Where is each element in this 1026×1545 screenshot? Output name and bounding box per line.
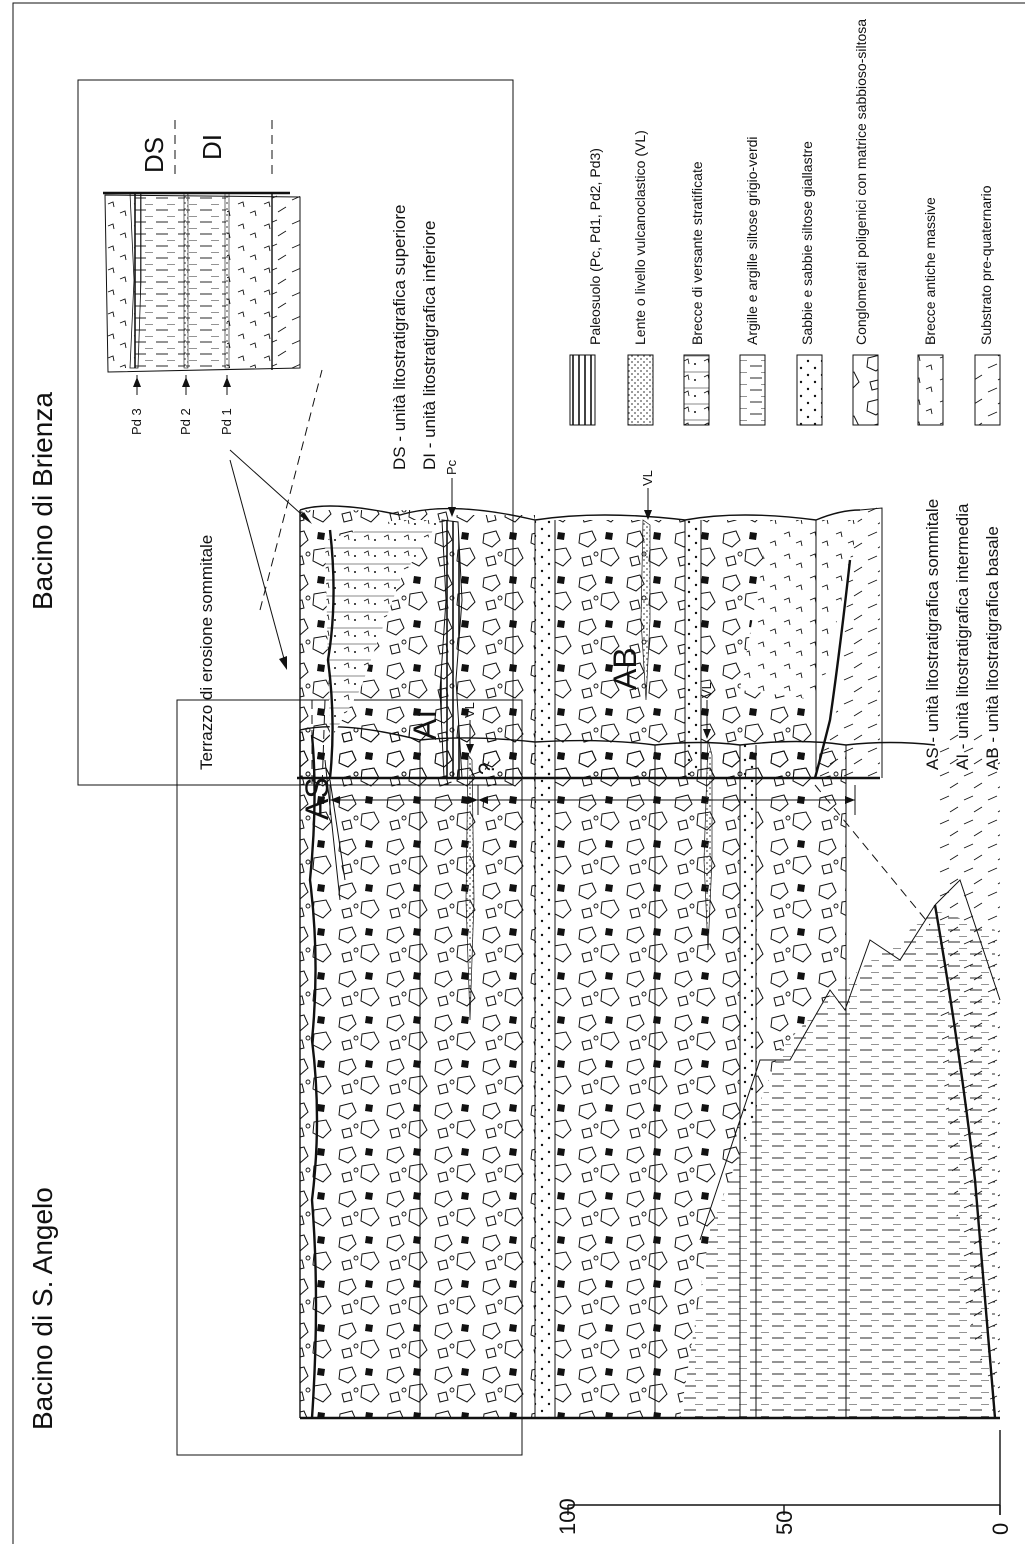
di-desc: DI - unità litostratigrafica inferiore [420, 221, 439, 470]
title-right-basin: Bacino di Brienza [27, 392, 58, 610]
legend-label-paleosol: Paleosuolo (Pc, Pd1, Pd2, Pd3) [587, 148, 603, 345]
ai-label: AI [407, 710, 443, 740]
left-substrato [935, 730, 1000, 1418]
left-sand-1 [535, 742, 555, 1418]
legend-label-conglomerati: Conglomerati poligenici con matrice sabb… [853, 19, 869, 345]
legend-column [569, 354, 1001, 426]
as-label: AS [299, 777, 335, 820]
right-column [297, 478, 883, 780]
as-desc: AS - unità litostratigrafica sommitale [923, 499, 942, 770]
left-column [299, 700, 1001, 1420]
legend-label-volcanic: Lente o livello vulcanoclastico (VL) [632, 130, 648, 345]
left-band-2 [420, 740, 535, 1418]
left-band-1 [300, 730, 420, 1418]
legend-label-brecce-massive: Brecce antiche massive [922, 197, 938, 345]
pd1-label: Pd 1 [219, 408, 234, 435]
brienza-inset-column [103, 120, 301, 395]
labels: Bacino di S. Angelo Bacino di Brienza 10… [27, 19, 1013, 1535]
scale-tick-0: 0 [988, 1523, 1013, 1535]
pd2-label: Pd 2 [178, 408, 193, 435]
ab-label: AB [607, 647, 643, 690]
right-substrato [815, 505, 880, 778]
legend-label-argille: Argille e argille siltose grigio-verdi [744, 136, 760, 345]
scale-bar [567, 1430, 1001, 1515]
ai-desc: AI - unità litostratigrafica intermedia [953, 503, 972, 770]
di-label: DI [197, 134, 227, 160]
ds-desc: DS - unità litostratigrafica superiore [390, 204, 409, 470]
pc-label: Pc [444, 459, 459, 475]
scale-tick-50: 50 [772, 1511, 797, 1535]
legend-label-substrato: Substrato pre-quaternario [978, 185, 994, 345]
legend-label-brecce-strat: Brecce di versante stratificate [689, 161, 705, 345]
title-left-basin: Bacino di S. Angelo [27, 1187, 58, 1430]
right-vl-lens [640, 519, 651, 701]
vl-label-right: VL [640, 470, 655, 486]
vl-label-left-2: VL [699, 682, 714, 698]
ab-desc: AB - unità litostratigrafica basale [983, 526, 1002, 770]
terrace-label: Terrazzo di erosione sommitale [197, 535, 216, 770]
left-band-3 [555, 742, 655, 1418]
vl-label-left-1: VL [462, 702, 477, 718]
pd3-label: Pd 3 [129, 408, 144, 435]
scale-tick-100: 100 [555, 1498, 580, 1535]
legend-label-sabbie: Sabbie e sabbie siltose giallastre [799, 141, 815, 345]
outer-frame [12, 2, 1025, 1544]
ds-label: DS [139, 137, 169, 173]
right-zoom-box [77, 79, 514, 786]
question-mark: ? [474, 763, 499, 775]
